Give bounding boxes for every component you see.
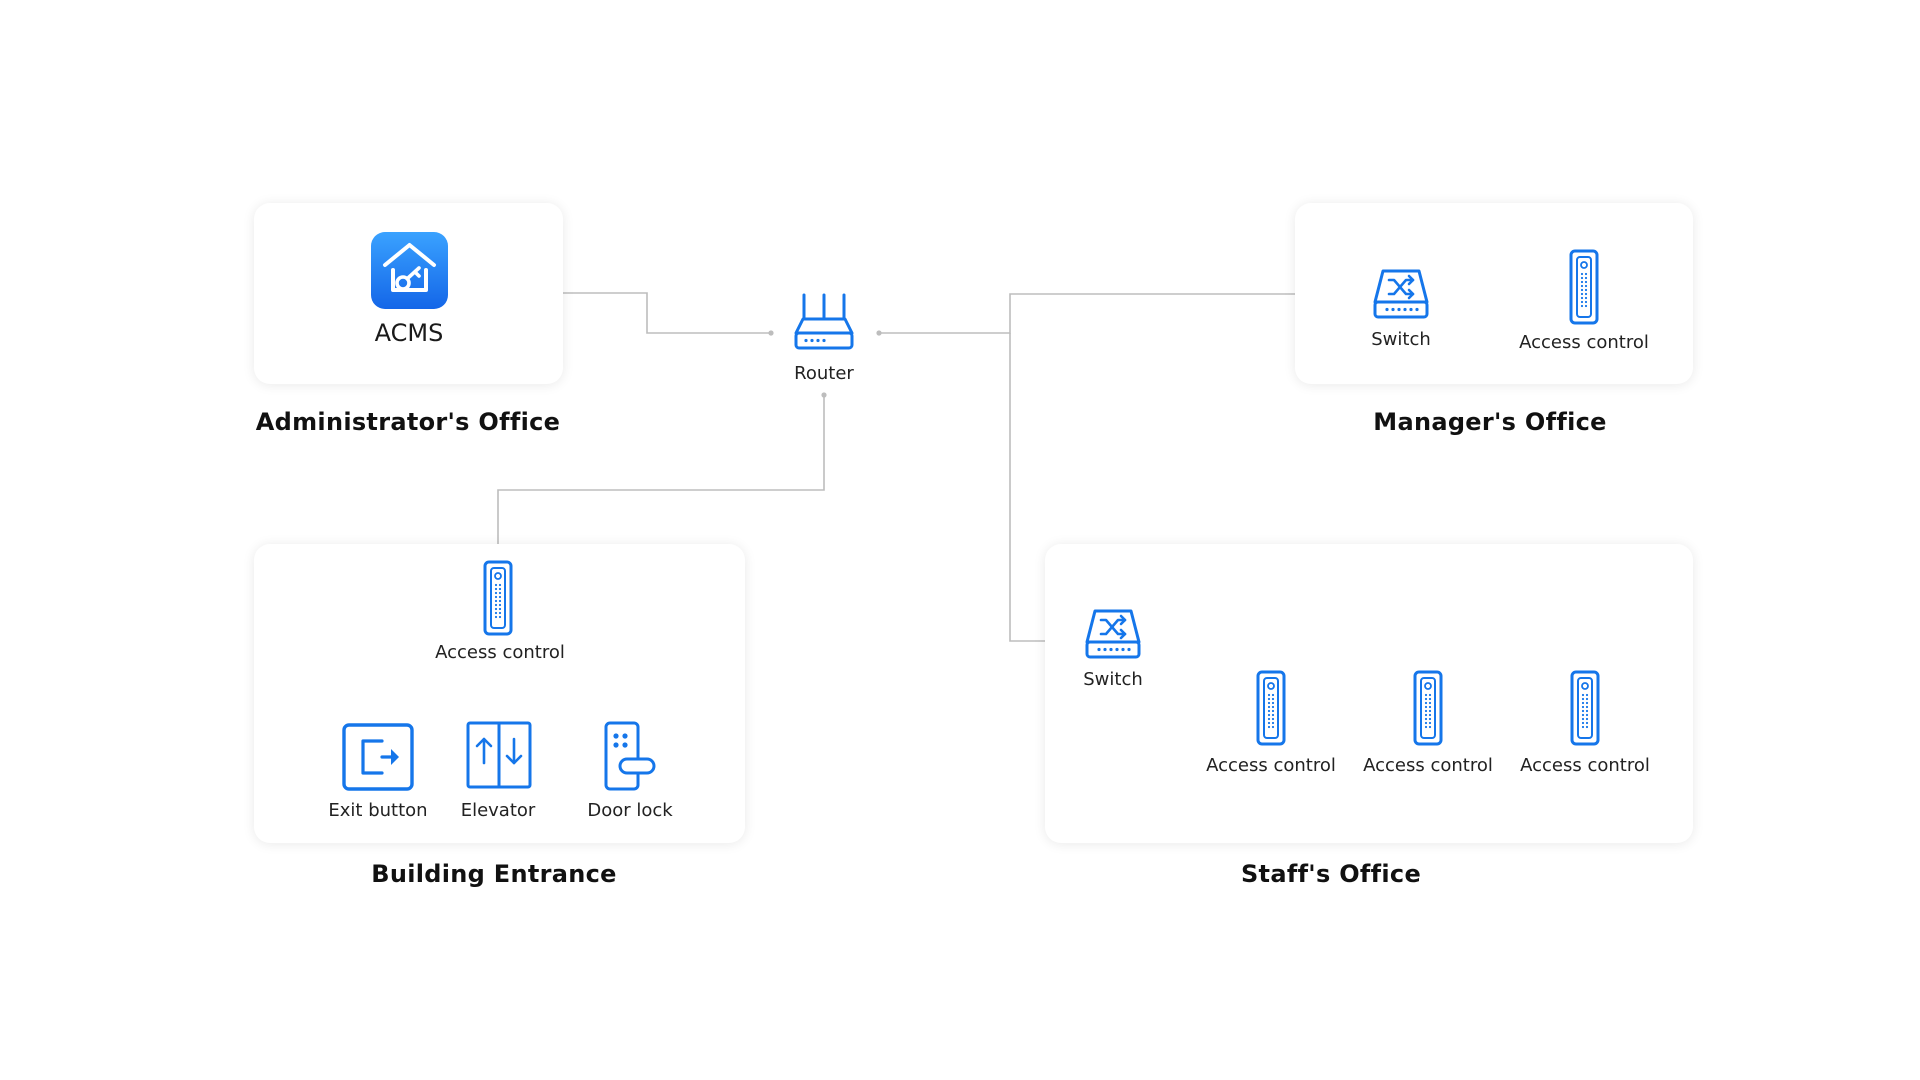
router-label: Router (794, 363, 854, 384)
exit-button-icon[interactable] (342, 723, 414, 791)
line-router-manager-switch (879, 293, 1349, 334)
router-icon[interactable] (793, 292, 855, 352)
staff-office-title: Staff's Office (1240, 860, 1422, 888)
line-router-entrance (497, 395, 825, 550)
staff-access-control-label-1: Access control (1206, 755, 1336, 776)
acms-label: ACMS (374, 319, 444, 347)
staff-office-card (1045, 544, 1693, 843)
staff-access-control-label-2: Access control (1363, 755, 1493, 776)
manager-switch-label: Switch (1371, 329, 1431, 350)
staff-access-control-icon-3[interactable] (1570, 670, 1600, 746)
staff-access-control-icon-2[interactable] (1413, 670, 1443, 746)
door-lock-icon[interactable] (603, 721, 657, 791)
staff-switch-label: Switch (1083, 669, 1143, 690)
staff-switch-icon[interactable] (1084, 608, 1142, 660)
admin-office-title: Administrator's Office (255, 408, 561, 436)
entrance-access-control-label: Access control (435, 642, 565, 663)
entrance-access-control-icon[interactable] (483, 560, 513, 636)
manager-switch-icon[interactable] (1372, 268, 1430, 320)
elevator-label: Elevator (460, 800, 536, 821)
manager-access-control-label: Access control (1519, 332, 1649, 353)
exit-button-label: Exit button (328, 800, 428, 821)
acms-app-icon[interactable] (371, 232, 448, 309)
line-acms-router (522, 292, 771, 334)
manager-office-title: Manager's Office (1373, 408, 1607, 436)
manager-access-control-icon[interactable] (1569, 249, 1599, 325)
entrance-title: Building Entrance (371, 860, 617, 888)
elevator-icon[interactable] (466, 721, 532, 789)
manager-office-card (1295, 203, 1693, 384)
staff-access-control-label-3: Access control (1520, 755, 1650, 776)
staff-access-control-icon-1[interactable] (1256, 670, 1286, 746)
door-lock-label: Door lock (587, 800, 673, 821)
